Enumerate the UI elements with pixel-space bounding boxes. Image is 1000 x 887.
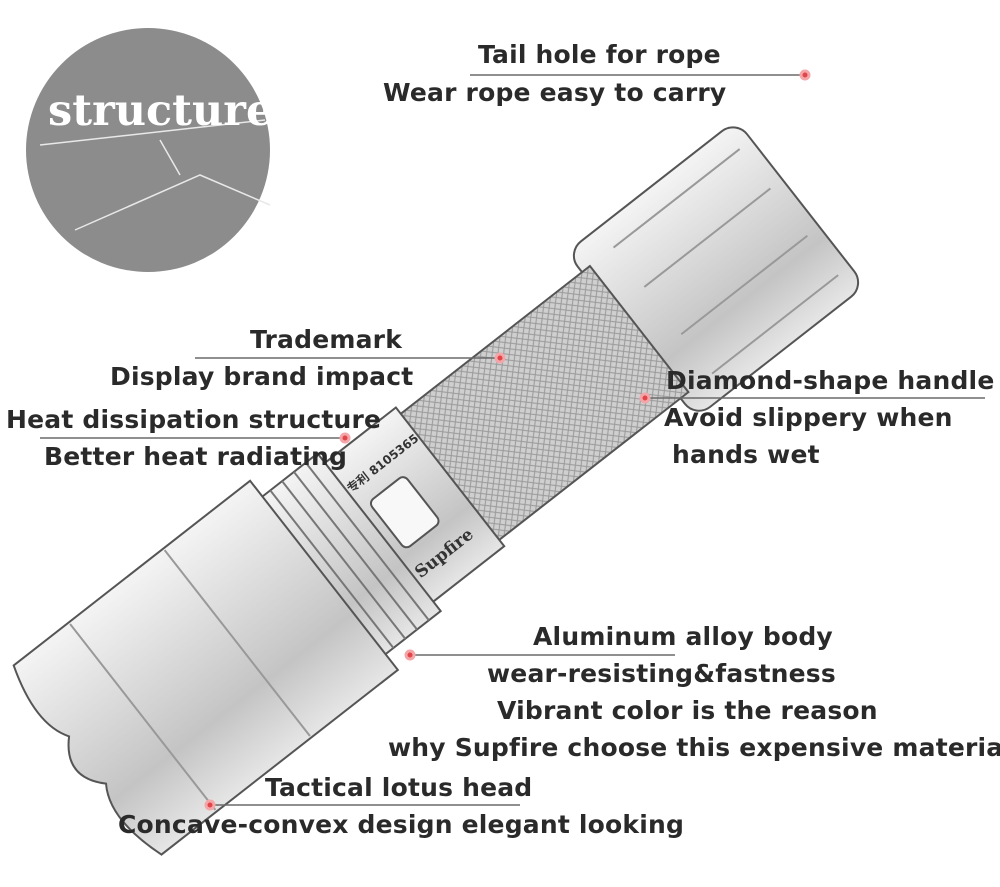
structure-badge [26, 28, 271, 272]
trademark-desc: Display brand impact [110, 362, 414, 391]
body-desc-3: why Supfire choose this expensive materi… [388, 733, 1000, 762]
flashlight: 专利 8105365 Supfire [12, 126, 860, 856]
callout-dots [204, 69, 811, 811]
lotus-head [12, 479, 400, 856]
tail-desc: Wear rope easy to carry [383, 78, 727, 107]
body-desc: wear-resisting&fastness [487, 659, 836, 688]
head-desc: Concave-convex design elegant looking [118, 810, 685, 839]
callout-lines [40, 74, 985, 806]
structure-badge-label: structure [48, 86, 274, 136]
body-desc-2: Vibrant color is the reason [497, 696, 878, 725]
handle-desc: Avoid slippery when [664, 403, 953, 432]
heat-title: Heat dissipation structure [6, 405, 382, 434]
head-title: Tactical lotus head [265, 773, 533, 802]
trademark-title: Trademark [250, 325, 403, 354]
power-switch [369, 476, 440, 549]
handle-title: Diamond-shape handle [666, 366, 995, 395]
handle-desc-2: hands wet [672, 440, 820, 469]
tail-title: Tail hole for rope [478, 40, 721, 69]
body-title: Aluminum alloy body [533, 622, 833, 651]
heat-desc: Better heat radiating [44, 442, 348, 471]
